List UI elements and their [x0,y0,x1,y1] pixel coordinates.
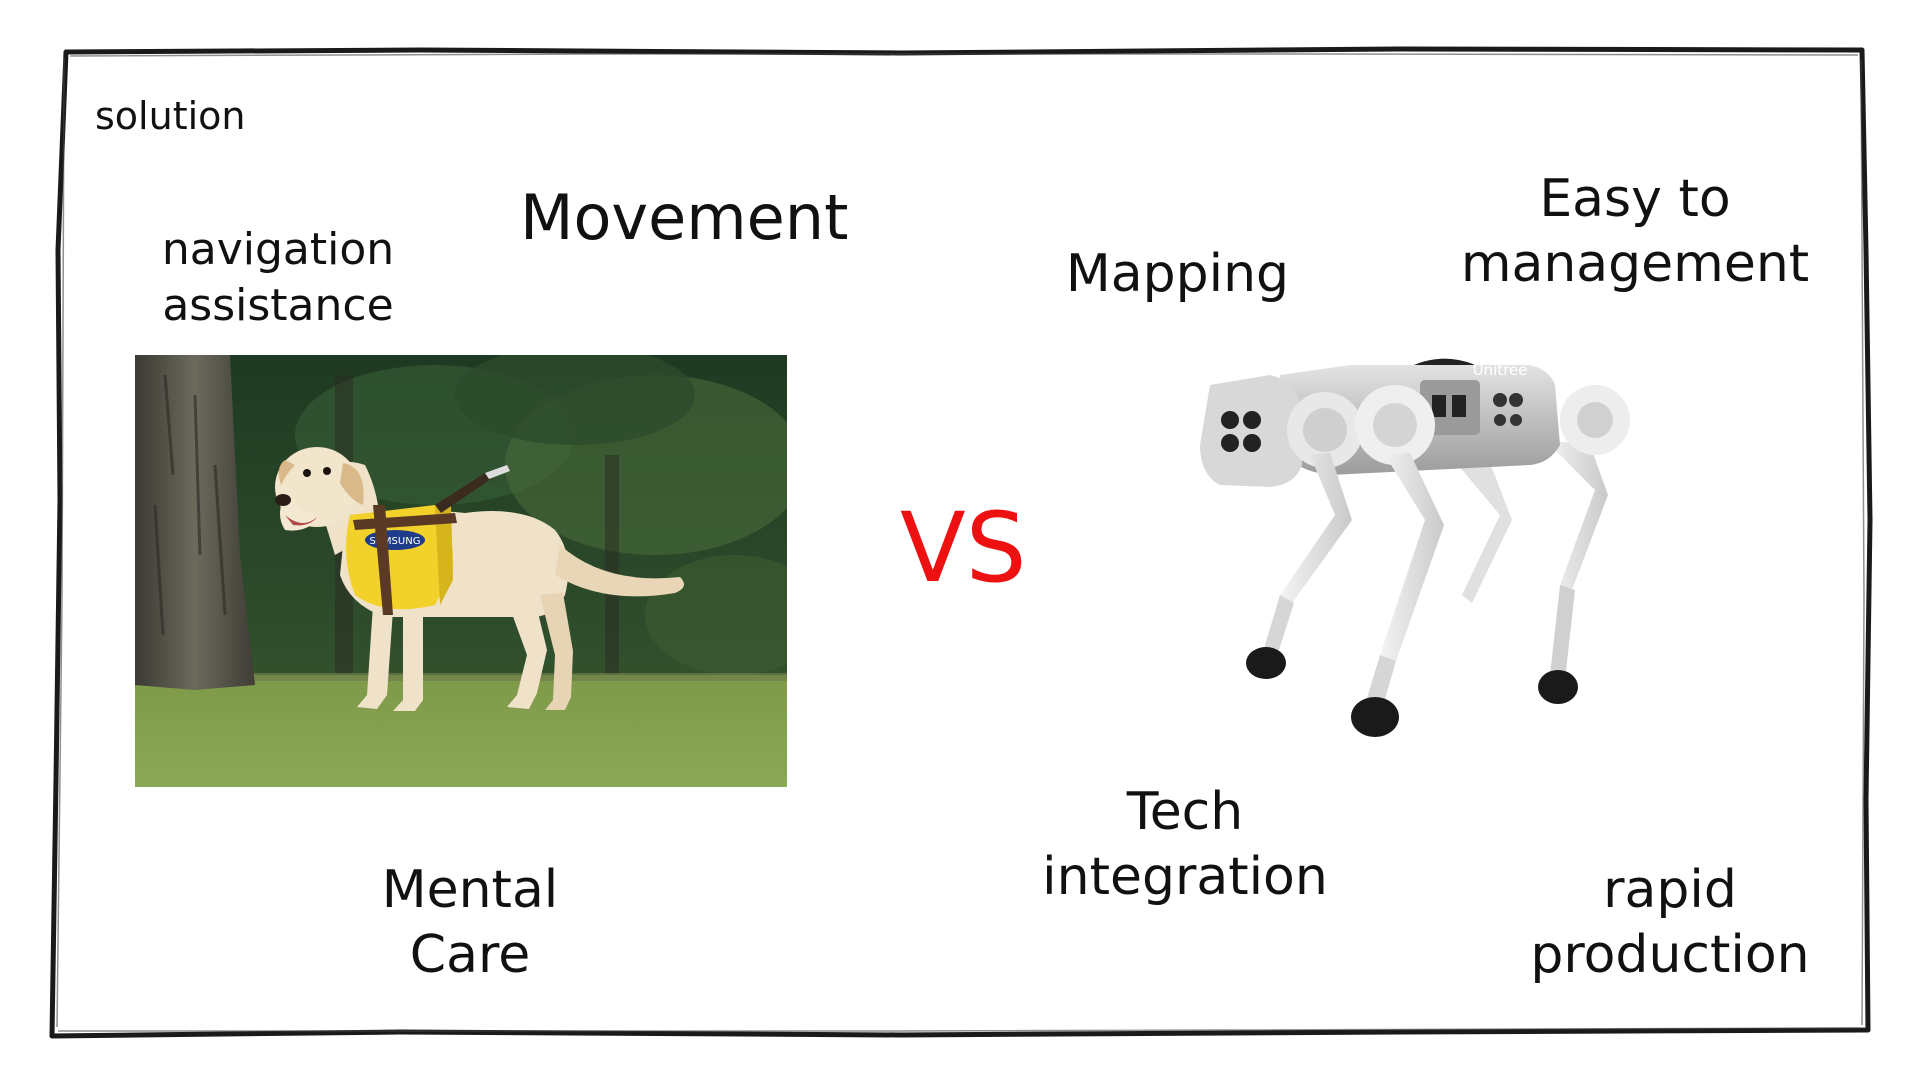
frame-border-rough [56,53,1865,1032]
guide-dog-photo: SAMSUNG [135,355,787,787]
attribute-movement: Movement [520,180,849,256]
vest-text: SAMSUNG [370,536,421,547]
attribute-line: management [1460,234,1810,294]
attribute-easy-to-management: Easy to management [1450,167,1820,297]
dog-figure: SAMSUNG [275,447,684,711]
robot-dog-photo: Unitree [1200,345,1760,800]
robot-figure: Unitree [1200,358,1630,737]
attribute-tech-integration: Tech integration [1035,780,1335,910]
attribute-line: rapid [1603,860,1737,920]
attribute-line: integration [1042,847,1328,907]
attribute-line: Mental [381,860,559,920]
attribute-line: production [1530,925,1810,985]
attribute-line: navigation [161,224,395,275]
attribute-line: Tech [1126,782,1244,842]
attribute-line: Movement [520,181,849,254]
vs-label: VS [900,492,1027,604]
robot-brand-text: Unitree [1473,361,1528,379]
attribute-line: Easy to [1539,169,1731,229]
attribute-mental-care: Mental Care [365,858,575,988]
attribute-line: assistance [162,280,394,332]
attribute-line: Care [409,925,531,985]
attribute-navigation-assistance: navigation assistance [148,222,408,335]
attribute-rapid-production: rapid production [1505,858,1835,988]
slide-label: solution [95,94,246,138]
attribute-mapping: Mapping [1055,243,1300,306]
attribute-line: Mapping [1065,244,1290,304]
frame-border [49,46,1873,1039]
